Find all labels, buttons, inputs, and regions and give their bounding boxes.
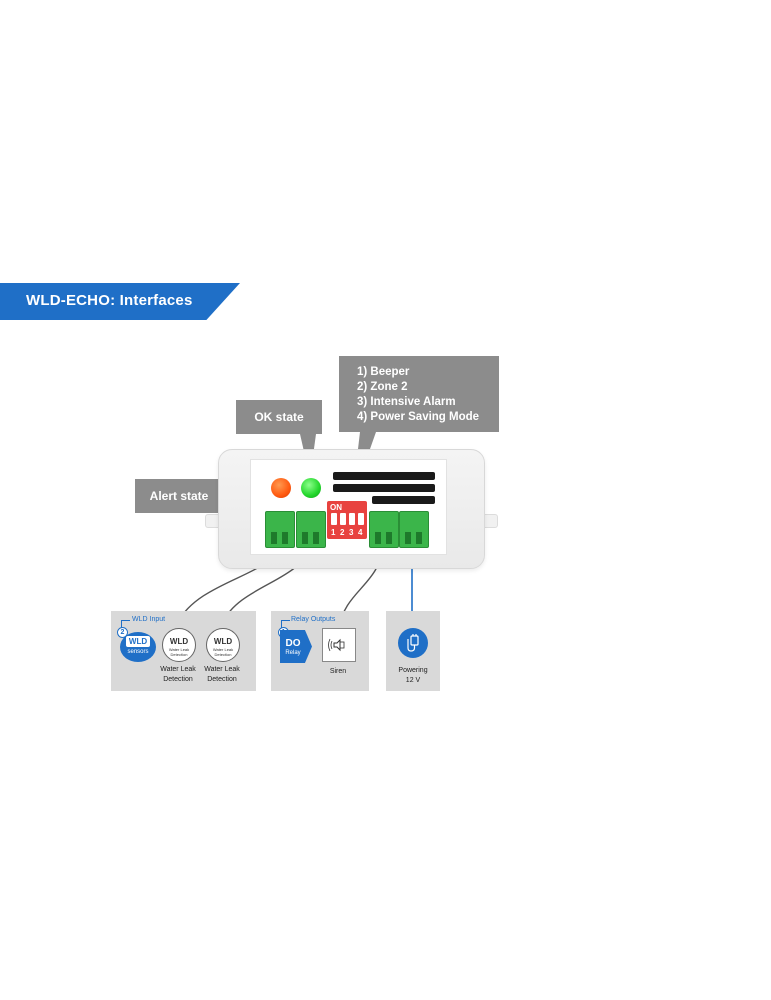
ok-state-label: OK state bbox=[254, 410, 304, 424]
sensor-2-label: Water Leak Detection bbox=[199, 665, 245, 685]
dip-number-2: 2 bbox=[340, 528, 345, 537]
do-relay-sub: Relay bbox=[285, 650, 301, 656]
dip-option-4: 4) Power Saving Mode bbox=[357, 411, 480, 423]
dip-option-3: 3) Intensive Alarm bbox=[357, 396, 456, 408]
sensor-2-line1: Water Leak bbox=[204, 666, 240, 673]
terminal-block-2 bbox=[296, 511, 326, 548]
dip-option-1: 1) Beeper bbox=[357, 366, 410, 378]
dip-options-callout: 1) Beeper 2) Zone 2 3) Intensive Alarm 4… bbox=[339, 356, 499, 432]
dip-lever-3[interactable] bbox=[349, 513, 355, 525]
dip-option-2: 2) Zone 2 bbox=[357, 381, 408, 393]
siren-label: Siren bbox=[329, 668, 347, 675]
relay-outputs-label: Relay Outputs bbox=[291, 616, 336, 623]
dip-lever-1[interactable] bbox=[331, 513, 337, 525]
relay-bracket bbox=[281, 620, 290, 629]
water-leak-sensor-icon: WLD Water Leak Detection bbox=[162, 628, 196, 662]
power-line2: 12 V bbox=[405, 677, 421, 684]
wld-sensors-icon: WLD sensors bbox=[120, 632, 156, 662]
sensor-icon-title: WLD bbox=[213, 637, 233, 646]
dip-number-1: 1 bbox=[331, 528, 336, 537]
do-relay-icon: DO Relay bbox=[280, 630, 312, 663]
wld-sensors-title: WLD bbox=[126, 636, 150, 647]
alert-state-label: Alert state bbox=[149, 489, 209, 503]
dip-switch[interactable]: 1 2 3 4 bbox=[327, 501, 367, 539]
alert-state-callout: Alert state bbox=[135, 479, 223, 513]
page-title: WLD-ECHO: Interfaces bbox=[26, 292, 193, 309]
siren-icon bbox=[322, 628, 356, 662]
do-relay-title: DO bbox=[285, 638, 301, 649]
power-plug-icon bbox=[398, 628, 428, 658]
dip-lever-2[interactable] bbox=[340, 513, 346, 525]
vent-slot bbox=[333, 484, 435, 492]
title-banner bbox=[0, 283, 240, 320]
wld-sensors-sub: sensors bbox=[127, 649, 149, 655]
sensor-1-line2: Detection bbox=[163, 676, 193, 683]
wld-input-label: WLD Input bbox=[132, 616, 166, 623]
sensor-icon-title: WLD bbox=[169, 637, 189, 646]
terminal-block-3 bbox=[369, 511, 399, 548]
power-label: Powering 12 V bbox=[386, 666, 440, 686]
dip-number-4: 4 bbox=[358, 528, 363, 537]
sensor-2-line2: Detection bbox=[207, 676, 237, 683]
alert-led bbox=[271, 478, 291, 498]
sensor-icon-sub: Water Leak Detection bbox=[212, 647, 234, 657]
vent-slot bbox=[333, 472, 435, 480]
terminal-block-4 bbox=[399, 511, 429, 548]
ok-led bbox=[301, 478, 321, 498]
sensor-1-label: Water Leak Detection bbox=[155, 665, 201, 685]
water-leak-sensor-icon: WLD Water Leak Detection bbox=[206, 628, 240, 662]
wld-bracket bbox=[121, 620, 130, 629]
dip-lever-4[interactable] bbox=[358, 513, 364, 525]
terminal-block-1 bbox=[265, 511, 295, 548]
dip-number-3: 3 bbox=[349, 528, 354, 537]
power-line1: Powering bbox=[398, 667, 428, 674]
vent-slot bbox=[372, 496, 435, 504]
ok-state-callout: OK state bbox=[236, 400, 322, 434]
sensor-1-line1: Water Leak bbox=[160, 666, 196, 673]
sensor-icon-sub: Water Leak Detection bbox=[168, 647, 190, 657]
dip-on-label: ON bbox=[330, 503, 342, 512]
